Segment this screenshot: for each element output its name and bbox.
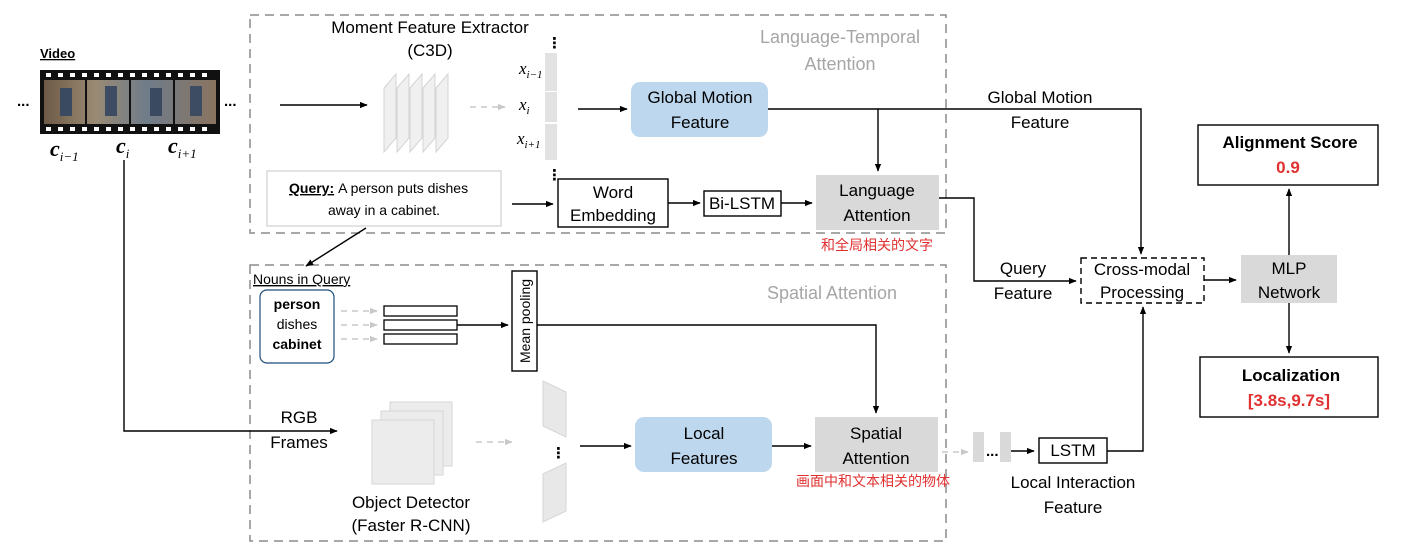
word-embedding-box (557, 178, 669, 228)
spatial-attention-box (815, 417, 938, 472)
language-temporal-title: Language-Temporal (760, 27, 920, 47)
arrow-global-to-crossmodal (878, 108, 1145, 255)
extractor-title: Moment Feature Extractor (331, 18, 529, 37)
clip-label-current: ci (116, 133, 130, 161)
lstm-box (1038, 437, 1108, 464)
noun-person: person (274, 296, 321, 312)
detector-title: Object Detector (352, 493, 470, 512)
detector-subtitle: (Faster R-CNN) (352, 516, 471, 535)
local-interaction-label-2: Feature (1044, 498, 1103, 517)
local-features-line1: Local (684, 424, 725, 443)
lstm-label: LSTM (1050, 441, 1095, 460)
spatial-title: Spatial Attention (767, 283, 897, 303)
mlp-line1: MLP (1272, 259, 1307, 278)
mlp-line2: Network (1258, 283, 1321, 302)
global-motion-box-line1: Global Motion (648, 88, 753, 107)
local-interaction-label: Local Interaction (1011, 473, 1136, 492)
word-embedding-line2: Embedding (570, 206, 656, 225)
region-vdots: ⋮ (551, 445, 566, 462)
noun-dishes: dishes (277, 316, 317, 332)
alignment-score-value: 0.9 (1276, 158, 1300, 177)
spatial-attention-line1: Spatial (850, 424, 902, 443)
feature-x-next: xi+1 (516, 129, 541, 151)
noun-embedding-2 (383, 319, 458, 331)
mean-pooling-label: Mean pooling (517, 279, 533, 363)
cross-modal-line1: Cross-modal (1094, 260, 1190, 279)
mlp-box (1241, 255, 1337, 303)
local-features-line2: Features (670, 449, 737, 468)
cross-modal-line2: Processing (1100, 283, 1184, 302)
alignment-score-title: Alignment Score (1222, 133, 1357, 152)
global-motion-feature-label-2: Feature (1011, 113, 1070, 132)
video-left-ellipsis: ... (17, 93, 30, 110)
video-filmstrip (40, 70, 220, 134)
word-embedding-line1: Word (593, 183, 633, 202)
global-motion-box (631, 82, 768, 137)
spatial-attention-line2: Attention (842, 449, 909, 468)
feature-x-prev: xi−1 (518, 59, 543, 81)
language-temporal-title-2: Attention (804, 54, 875, 74)
noun-cabinet: cabinet (272, 336, 321, 352)
language-attention-box (816, 175, 939, 230)
spatial-attention-annotation: 画面中和文本相关的物体 (796, 473, 950, 489)
global-motion-box-line2: Feature (671, 113, 730, 132)
feature-x-current: xi (518, 95, 530, 117)
clip-label-prev: ci−1 (50, 136, 79, 164)
noun-embedding-3 (383, 333, 458, 345)
alignment-score-box (1197, 124, 1379, 186)
interaction-ellipsis: ... (986, 443, 999, 460)
clip-label-next: ci+1 (168, 133, 197, 161)
arrow-query-to-nouns (305, 227, 367, 267)
localization-value: [3.8s,9.7s] (1248, 391, 1330, 410)
query-box (266, 170, 502, 227)
spatial-region (249, 264, 947, 542)
nouns-box (259, 289, 335, 364)
query-feature-label: Query (1000, 259, 1047, 278)
arrow-video-to-rgb (123, 160, 338, 435)
temporal-vdots-top: ⋮ (547, 35, 562, 52)
arrow-global-to-language-attention (768, 108, 882, 172)
bilstm-label: Bi-LSTM (709, 194, 775, 213)
interaction-bar-2 (1000, 432, 1011, 462)
region-feature-column (542, 380, 567, 523)
query-line1: Query:A person puts dishes (289, 180, 468, 196)
global-motion-feature-label: Global Motion (988, 88, 1093, 107)
query-text: A person puts dishes (338, 180, 468, 196)
cross-modal-box (1080, 257, 1205, 304)
language-temporal-region (249, 14, 947, 234)
localization-title: Localization (1242, 366, 1340, 385)
bilstm-box (703, 190, 782, 217)
arrow-pooling-to-spatial-attention (537, 324, 880, 414)
c3d-stack-icon (383, 72, 449, 154)
rgb-label-2: Frames (270, 433, 328, 452)
video-label: Video (40, 46, 75, 61)
local-features-box (635, 417, 772, 472)
language-attention-line1: Language (839, 181, 915, 200)
video-right-ellipsis: ... (224, 93, 237, 110)
arrow-query-feature-to-crossmodal (939, 197, 1077, 285)
query-label: Query: (289, 180, 334, 196)
temporal-feature-column (545, 53, 557, 160)
query-feature-label-2: Feature (994, 284, 1053, 303)
mean-pooling-box (511, 270, 538, 372)
interaction-bar-1 (973, 432, 984, 462)
arrow-lstm-to-crossmodal (1107, 306, 1147, 452)
detector-stack-icon (371, 401, 453, 485)
localization-box (1199, 356, 1379, 418)
rgb-label: RGB (281, 408, 318, 427)
query-line2: away in a cabinet. (328, 202, 440, 218)
language-attention-line2: Attention (843, 206, 910, 225)
noun-embedding-1 (383, 305, 458, 317)
nouns-label: Nouns in Query (253, 271, 350, 287)
language-attention-annotation: 和全局相关的文字 (821, 237, 933, 253)
extractor-subtitle: (C3D) (407, 41, 452, 60)
